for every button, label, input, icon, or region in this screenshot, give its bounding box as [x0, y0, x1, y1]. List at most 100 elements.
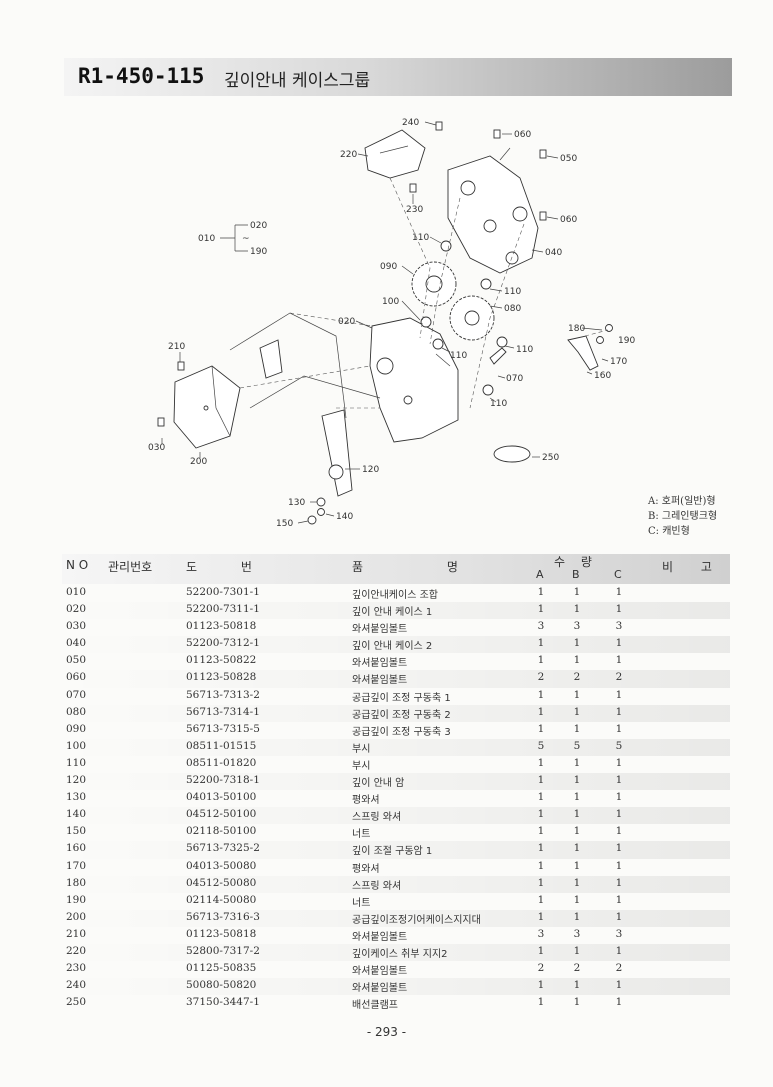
col-part-name: 품 명 — [352, 560, 458, 574]
qty-a-cell: 1 — [537, 705, 545, 718]
callout-090: 090 — [380, 262, 397, 272]
qty-a-cell: 3 — [537, 927, 545, 940]
drawing-number-cell: 52800-7317-2 — [186, 944, 260, 957]
drawing-number-cell: 01123-50818 — [186, 927, 257, 940]
part-number-cell: 220 — [66, 944, 87, 957]
drawing-number-cell: 08511-01515 — [186, 739, 257, 752]
drawing-number-cell: 56713-7325-2 — [186, 842, 260, 855]
callout-110c: 110 — [450, 351, 467, 361]
qty-a-cell: 1 — [537, 825, 545, 838]
qty-a-cell: 1 — [537, 637, 545, 650]
drawing-number-cell: 01125-50835 — [186, 962, 257, 975]
callout-050: 050 — [560, 154, 577, 164]
qty-c-cell: 2 — [615, 962, 623, 975]
drawing-number-cell: 02118-50100 — [186, 825, 257, 838]
qty-b-cell: 1 — [573, 688, 581, 701]
qty-b-cell: 1 — [573, 842, 581, 855]
callout-110a: 110 — [412, 233, 429, 243]
part-name-cell: 부시 — [352, 743, 371, 755]
qty-a-cell: 1 — [537, 910, 545, 923]
part-group-title: 깊이안내 케이스그룹 — [224, 71, 371, 91]
qty-c-cell: 1 — [615, 603, 623, 616]
part-number-cell: 100 — [66, 739, 87, 752]
qty-c-cell: 1 — [615, 944, 623, 957]
part-name-cell: 평와셔 — [352, 863, 380, 875]
model-legend: A: 호퍼(일반)형 B: 그레인탱크형 C: 캐빈형 — [648, 494, 717, 539]
qty-c-cell: 1 — [615, 791, 623, 804]
qty-c-cell: 1 — [615, 876, 623, 889]
callout-130: 130 — [288, 498, 305, 508]
col-qty-c: C — [614, 568, 622, 581]
drawing-number-cell: 52200-7312-1 — [186, 637, 260, 650]
part-name-cell: 와셔붙임볼트 — [352, 624, 408, 636]
qty-b-cell: 3 — [573, 620, 581, 633]
callout-160: 160 — [594, 371, 611, 381]
qty-c-cell: 1 — [615, 637, 623, 650]
part-number-cell: 160 — [66, 842, 87, 855]
callout-010: 010 — [198, 234, 215, 244]
qty-a-cell: 1 — [537, 876, 545, 889]
qty-c-cell: 1 — [615, 996, 623, 1009]
qty-a-cell: 1 — [537, 808, 545, 821]
part-number-cell: 120 — [66, 774, 87, 787]
qty-c-cell: 1 — [615, 722, 623, 735]
callout-230: 230 — [406, 205, 423, 215]
part-name-cell: 와셔붙임볼트 — [352, 966, 408, 978]
page-number: - 293 - — [366, 1025, 407, 1039]
part-name-cell: 공급깊이 조정 구동축 1 — [352, 692, 451, 704]
qty-c-cell: 2 — [615, 671, 623, 684]
qty-c-cell: 3 — [615, 620, 623, 633]
callout-190-range: 190 — [250, 247, 267, 257]
part-name-cell: 깊이케이스 취부 지지2 — [352, 948, 448, 960]
drawing-number-cell: 56713-7316-3 — [186, 910, 260, 923]
qty-b-cell: 1 — [573, 637, 581, 650]
part-number-cell: 070 — [66, 688, 87, 701]
drawing-number-cell: 50080-50820 — [186, 979, 257, 992]
qty-a-cell: 1 — [537, 688, 545, 701]
part-name-cell: 너트 — [352, 829, 371, 841]
qty-c-cell: 1 — [615, 893, 623, 906]
legend-item-c: C: 캐빈형 — [648, 526, 690, 537]
drawing-number-cell: 52200-7318-1 — [186, 774, 260, 787]
callout-110b: 110 — [504, 287, 521, 297]
qty-c-cell: 1 — [615, 756, 623, 769]
part-number-cell: 110 — [66, 756, 87, 769]
part-number-cell: 200 — [66, 910, 87, 923]
qty-a-cell: 1 — [537, 722, 545, 735]
drawing-number-cell: 08511-01820 — [186, 756, 257, 769]
callout-040: 040 — [545, 248, 562, 258]
drawing-number-cell: 01123-50818 — [186, 620, 257, 633]
qty-b-cell: 1 — [573, 603, 581, 616]
col-quantity: 수 량 — [554, 555, 592, 569]
drawing-number-cell: 56713-7314-1 — [186, 705, 260, 718]
drawing-number-cell: 56713-7315-5 — [186, 722, 260, 735]
qty-b-cell: 1 — [573, 808, 581, 821]
callout-080: 080 — [504, 304, 521, 314]
part-number-cell: 210 — [66, 927, 87, 940]
qty-c-cell: 1 — [615, 979, 623, 992]
callout-190: 190 — [618, 336, 635, 346]
part-number-cell: 010 — [66, 586, 87, 598]
qty-a-cell: 3 — [537, 620, 545, 633]
part-number-cell: 020 — [66, 603, 87, 616]
col-no: N O — [66, 558, 89, 572]
qty-b-cell: 1 — [573, 944, 581, 957]
part-number-cell: 090 — [66, 722, 87, 735]
callout-100: 100 — [382, 297, 399, 307]
part-number-cell: 060 — [66, 671, 87, 684]
